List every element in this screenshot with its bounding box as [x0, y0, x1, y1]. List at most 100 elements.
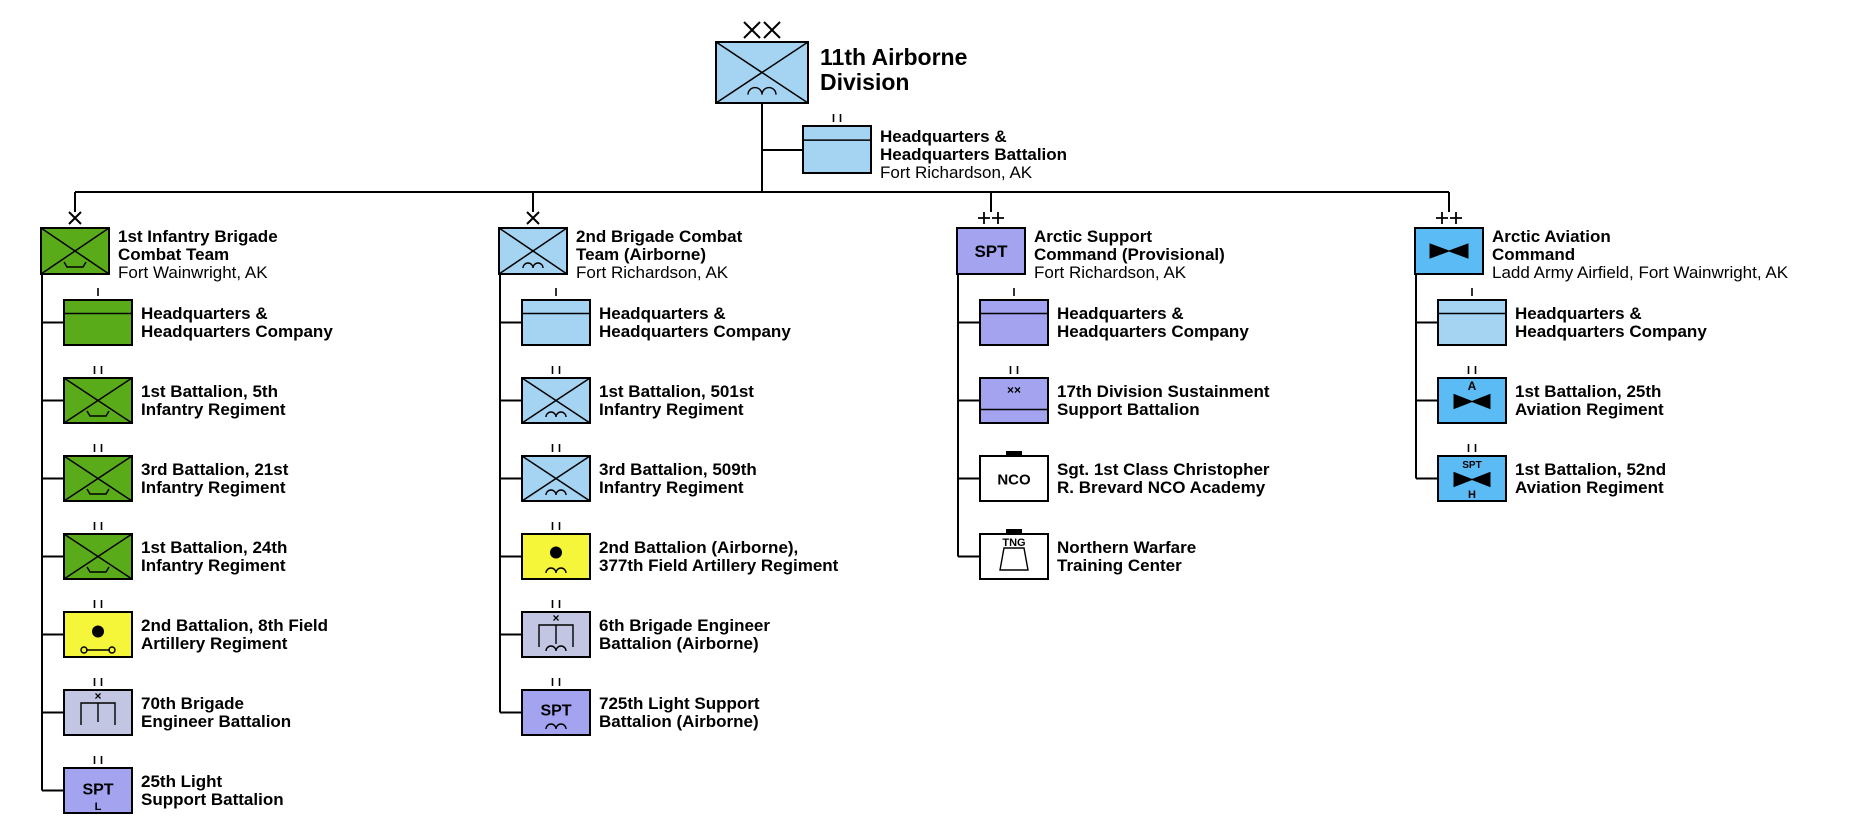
echelon-mark — [93, 366, 103, 374]
unit-name-line: 1st Battalion, 24th — [141, 538, 288, 557]
unit-name-line: Engineer Battalion — [141, 712, 292, 731]
headquarters-icon — [521, 299, 591, 346]
headquarters-icon — [63, 299, 133, 346]
airborne-wings-icon — [545, 723, 567, 730]
arctic-ski-icon — [86, 566, 110, 573]
unit-name-line: 3rd Battalion, 21st — [141, 460, 289, 479]
unit-name-line: Headquarters & — [1057, 304, 1184, 323]
symbol-frame — [521, 299, 591, 346]
unit-name-line: Command (Provisional) — [1034, 245, 1225, 264]
unit-name-line: Headquarters & — [880, 127, 1007, 146]
unit-name-line: 725th Light Support — [599, 694, 760, 713]
unit-name-line: Arctic Support — [1034, 227, 1153, 246]
echelon-plus — [992, 212, 1004, 224]
symbol-frame — [1437, 455, 1507, 502]
unit-name-line: 2nd Brigade Combat — [576, 227, 743, 246]
symbol-frame — [63, 299, 133, 346]
arctic-ski-icon — [63, 261, 87, 268]
arctic-ski-icon — [86, 410, 110, 417]
echelon-mark — [551, 678, 561, 686]
arctic-infantry-icon — [63, 533, 133, 580]
unit-name-line: Headquarters Company — [599, 322, 791, 341]
unit-name-line: 1st Battalion, 52nd — [1515, 460, 1667, 479]
echelon-mark — [526, 211, 540, 225]
unit-label: Headquarters &Headquarters Company — [1057, 305, 1249, 341]
echelon-mark — [93, 522, 103, 530]
cross-line — [498, 227, 568, 275]
unit-name-line: Artillery Regiment — [141, 634, 288, 653]
echelon-mark — [743, 21, 781, 39]
echelon-mark — [551, 600, 561, 608]
unit-label: Headquarters &Headquarters Company — [599, 305, 791, 341]
echelon-x — [743, 21, 761, 39]
unit-name-line: Infantry Regiment — [141, 556, 286, 575]
brigade-mark: × — [94, 689, 101, 703]
symbol-frame — [1437, 299, 1507, 346]
unit-location: Fort Wainwright, AK — [118, 263, 268, 282]
echelon-mark — [978, 212, 1004, 224]
echelon-mark — [1467, 366, 1477, 374]
unit-name-line: 3rd Battalion, 509th — [599, 460, 757, 479]
bowtie-icon — [1453, 471, 1491, 488]
cross-line — [715, 41, 809, 104]
unit-name-line: Headquarters Company — [1515, 322, 1707, 341]
airborne-support-icon: SPT — [521, 689, 591, 736]
unit-name-line: 1st Infantry Brigade — [118, 227, 278, 246]
echelon-plus — [978, 212, 990, 224]
unit-name-line: R. Brevard NCO Academy — [1057, 478, 1266, 497]
engineer-bridge — [538, 624, 574, 647]
unit-name-line: Infantry Regiment — [141, 400, 286, 419]
division-sustainment-icon: ×× — [979, 377, 1049, 424]
unit-name-line: Headquarters Company — [1057, 322, 1249, 341]
unit-name-line: Arctic Aviation — [1492, 227, 1611, 246]
echelon-x — [526, 211, 540, 225]
symbol-frame — [802, 125, 872, 174]
cross-line — [521, 377, 591, 424]
echelon-x — [763, 21, 781, 39]
airborne-infantry-icon — [715, 41, 809, 104]
airborne-wings-icon — [545, 645, 567, 652]
unit-name-line: Sgt. 1st Class Christopher — [1057, 460, 1270, 479]
echelon-mark — [551, 522, 561, 530]
cross-line — [63, 377, 133, 424]
airborne-infantry-icon — [521, 377, 591, 424]
echelon-mark — [93, 678, 103, 686]
symbol-frame — [956, 227, 1026, 275]
cross-line — [63, 455, 133, 502]
symbol-frame — [979, 299, 1049, 346]
symbol-text: TNG — [1002, 537, 1025, 549]
engineer-bridge — [80, 702, 116, 725]
bowtie-icon — [1429, 243, 1469, 259]
echelon-mark — [93, 444, 103, 452]
echelon-mark — [832, 114, 842, 122]
attack-aviation-icon: A — [1437, 377, 1507, 424]
symbol-frame — [979, 533, 1049, 580]
headquarters-icon — [802, 125, 872, 174]
unit-name-line: 377th Field Artillery Regiment — [599, 556, 839, 575]
unit-name-line: 2nd Battalion, 8th Field — [141, 616, 329, 635]
cross-line — [521, 455, 591, 502]
airborne-wings-icon — [545, 567, 567, 574]
aviation-top-mark: A — [1468, 379, 1477, 393]
brigade-mark: × — [552, 611, 559, 625]
airborne-wings-icon — [545, 411, 567, 418]
echelon-mark — [551, 444, 561, 452]
echelon-mark — [93, 600, 103, 608]
